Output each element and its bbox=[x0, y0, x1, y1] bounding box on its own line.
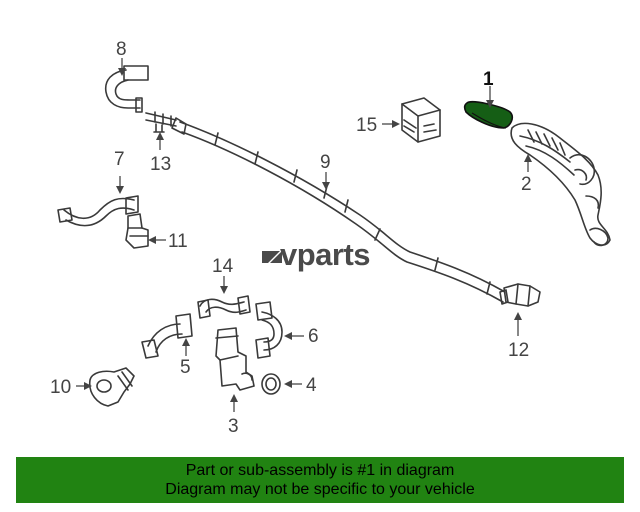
callout-5: 5 bbox=[180, 357, 191, 378]
info-banner: Part or sub-assembly is #1 in diagram Di… bbox=[16, 457, 624, 503]
callout-15: 15 bbox=[356, 115, 377, 136]
part-10-nozzle[interactable] bbox=[88, 367, 135, 407]
part-14-small-hose[interactable] bbox=[197, 295, 251, 319]
callout-6: 6 bbox=[308, 326, 319, 347]
part-6-hose[interactable] bbox=[255, 301, 283, 359]
watermark-logo: vparts bbox=[262, 237, 371, 272]
part-4-grommet[interactable] bbox=[261, 373, 281, 395]
part-8-elbow-hose[interactable] bbox=[104, 65, 149, 113]
callout-13: 13 bbox=[150, 154, 171, 175]
callout-2: 2 bbox=[521, 174, 532, 195]
part-12-connector[interactable] bbox=[499, 283, 541, 307]
callout-14: 14 bbox=[212, 256, 234, 277]
callout-12: 12 bbox=[508, 340, 529, 361]
leader-lines bbox=[76, 58, 532, 412]
part-15-module[interactable] bbox=[401, 97, 441, 143]
callout-4: 4 bbox=[306, 375, 317, 396]
watermark-text: vparts bbox=[280, 237, 370, 272]
part-2-washer-nozzle[interactable] bbox=[510, 122, 611, 247]
banner-line-1: Part or sub-assembly is #1 in diagram bbox=[185, 462, 455, 479]
callout-3: 3 bbox=[228, 416, 239, 437]
part-11-valve[interactable] bbox=[125, 213, 149, 249]
part-13-t-connector[interactable] bbox=[145, 111, 177, 133]
callout-10: 10 bbox=[50, 377, 71, 398]
part-9-washer-hose[interactable] bbox=[171, 117, 506, 303]
part-7-hose[interactable] bbox=[57, 195, 139, 227]
part-5-curved-hose[interactable] bbox=[141, 313, 193, 359]
banner-line-2: Diagram may not be specific to your vehi… bbox=[165, 481, 475, 498]
callout-11: 11 bbox=[168, 231, 188, 252]
part-3-pump[interactable] bbox=[215, 327, 255, 391]
callout-7: 7 bbox=[114, 149, 125, 170]
callout-8: 8 bbox=[116, 39, 127, 60]
part-1-cover[interactable] bbox=[463, 101, 513, 129]
callout-1: 1 bbox=[483, 69, 494, 90]
callout-9: 9 bbox=[320, 152, 331, 173]
